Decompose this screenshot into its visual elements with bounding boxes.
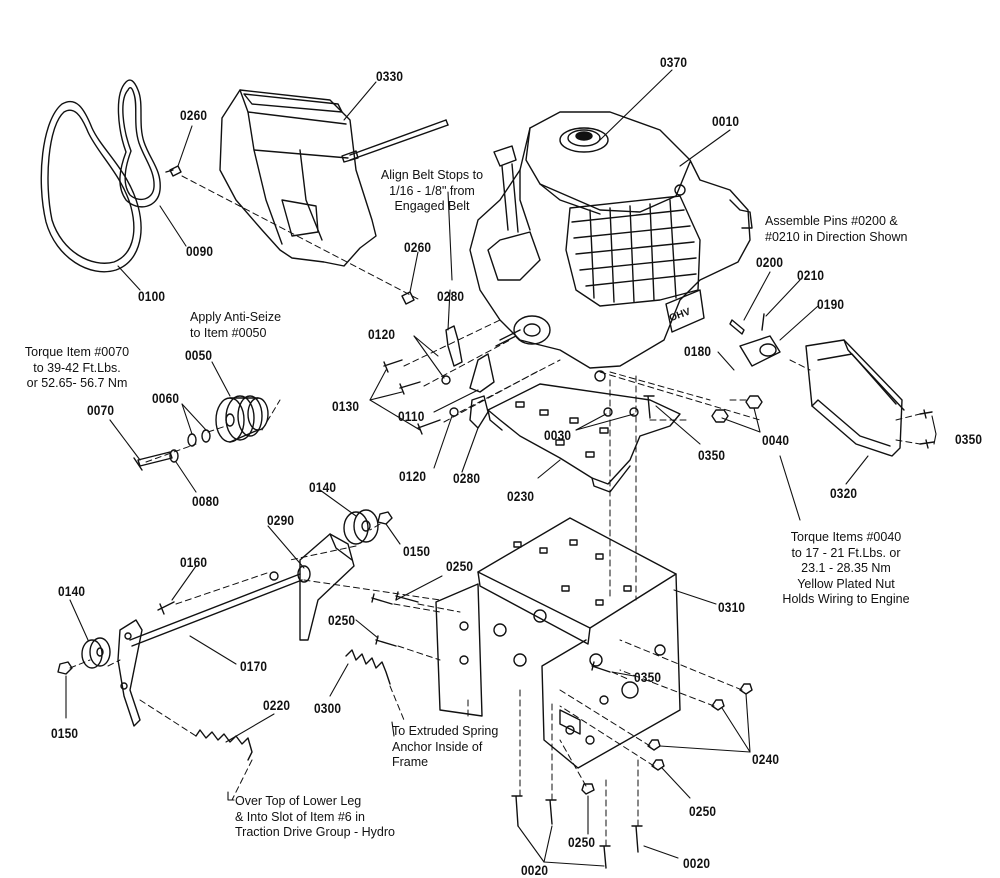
bracket-lower-left — [118, 620, 142, 726]
idler-pulley-0140-lower — [82, 638, 110, 668]
belt-0100 — [41, 101, 141, 271]
label-0120-upper: 0120 — [368, 326, 396, 342]
note-torque-0040: Torque Items #0040 to 17 - 21 Ft.Lbs. or… — [782, 530, 910, 606]
label-0290: 0290 — [267, 512, 295, 528]
label-0010: 0010 — [712, 113, 740, 129]
label-0300: 0300 — [314, 700, 342, 716]
pins-0200-0210 — [730, 314, 764, 334]
screws-0250-right — [582, 784, 594, 794]
bolt-0070 — [134, 452, 172, 470]
label-0050: 0050 — [185, 347, 213, 363]
label-0090: 0090 — [186, 243, 214, 259]
engine-0010: OHV — [470, 112, 752, 381]
label-0250-right: 0250 — [689, 803, 717, 819]
label-0280-upper: 0280 — [437, 288, 465, 304]
nut-0150-upper — [378, 512, 392, 524]
label-0040: 0040 — [762, 432, 790, 448]
washer-0120-b — [450, 408, 458, 416]
spring-0220 — [196, 730, 252, 760]
belt-stop-0280-upper — [446, 326, 462, 366]
label-0140-lower: 0140 — [58, 583, 86, 599]
label-0150-upper: 0150 — [403, 543, 431, 559]
note-align-belt-stops: Align Belt Stops to 1/16 - 1/8" from Eng… — [380, 168, 484, 213]
washer-0080 — [170, 450, 178, 462]
label-0070: 0070 — [87, 402, 115, 418]
nut-0040-a — [712, 410, 728, 422]
label-0190: 0190 — [817, 296, 845, 312]
label-0320: 0320 — [830, 485, 858, 501]
label-0350-mid: 0350 — [698, 447, 726, 463]
screws-0240 — [648, 684, 752, 770]
label-0180: 0180 — [684, 343, 712, 359]
label-0150-lower: 0150 — [51, 725, 79, 741]
bolt-0130-a — [384, 360, 402, 372]
label-0170: 0170 — [240, 658, 268, 674]
label-0250-top: 0250 — [446, 558, 474, 574]
shaft-0170 — [130, 572, 302, 646]
label-0030-a: 0030 — [544, 427, 572, 443]
label-0120-lower: 0120 — [399, 468, 427, 484]
label-0020-bottom: 0020 — [521, 862, 549, 878]
label-0350-guard: 0350 — [955, 431, 983, 447]
label-0330: 0330 — [376, 68, 404, 84]
idler-pulley-0140-upper — [344, 510, 378, 544]
screws-0020 — [512, 796, 642, 868]
note-anti-seize: Apply Anti-Seize to Item #0050 — [190, 310, 282, 340]
screw-0160 — [158, 602, 174, 614]
belt-stop-0110 — [470, 354, 494, 392]
note-extruded-spring: To Extruded Spring Anchor Inside of Fram… — [392, 724, 499, 769]
label-0250-bottom: 0250 — [568, 834, 596, 850]
label-0160: 0160 — [180, 554, 208, 570]
leader-lines — [65, 69, 937, 867]
screws-0250-left — [372, 592, 418, 646]
label-0200: 0200 — [756, 254, 784, 270]
pulley-0050 — [216, 396, 268, 442]
label-0220: 0220 — [263, 697, 291, 713]
label-0140-upper: 0140 — [309, 479, 337, 495]
washer-0120-a — [442, 376, 450, 384]
spring-0300 — [346, 650, 390, 684]
nut-0040-b — [746, 396, 762, 408]
idler-arm-0290 — [298, 534, 354, 640]
note-torque-0070: Torque Item #0070 to 39-42 Ft.Lbs. or 52… — [24, 345, 130, 390]
bolt-0130-b — [400, 382, 420, 394]
label-0060: 0060 — [152, 390, 180, 406]
bolt-0350 — [644, 396, 654, 418]
bracket-0190 — [740, 336, 780, 366]
label-0310: 0310 — [718, 599, 746, 615]
bolt-0130-c — [418, 420, 440, 434]
note-over-top-lower-leg: Over Top of Lower Leg & Into Slot of Ite… — [235, 794, 395, 839]
label-0250-mid: 0250 — [328, 612, 356, 628]
note-assemble-pins: Assemble Pins #0200 & #0210 in Direction… — [765, 214, 908, 244]
label-0080: 0080 — [192, 493, 220, 509]
label-0110: 0110 — [398, 408, 425, 424]
nut-0150-lower — [58, 662, 72, 674]
guard-0320 — [806, 340, 904, 456]
label-0280-lower: 0280 — [453, 470, 481, 486]
label-0370: 0370 — [660, 54, 688, 70]
belt-0090 — [118, 80, 160, 207]
label-0020-right: 0020 — [683, 855, 711, 871]
svg-text:OHV: OHV — [668, 306, 692, 324]
belt-cover-0330 — [220, 90, 448, 266]
label-0230: 0230 — [507, 488, 535, 504]
screw-0260-top — [166, 166, 181, 176]
bolts-0350-guard — [920, 410, 934, 448]
label-0240: 0240 — [752, 751, 780, 767]
frame-0310 — [436, 518, 680, 768]
label-0260-mid: 0260 — [404, 239, 432, 255]
screw-0350-frame — [592, 662, 610, 672]
mount-plate-0230 — [488, 384, 680, 492]
assembly-dashed-lines — [69, 175, 921, 847]
label-0130: 0130 — [332, 398, 360, 414]
belt-stop-0280-lower — [470, 396, 488, 428]
label-0260-top: 0260 — [180, 107, 208, 123]
label-0210: 0210 — [797, 267, 825, 283]
label-0100: 0100 — [138, 288, 166, 304]
label-0350-frame: 0350 — [634, 669, 662, 685]
